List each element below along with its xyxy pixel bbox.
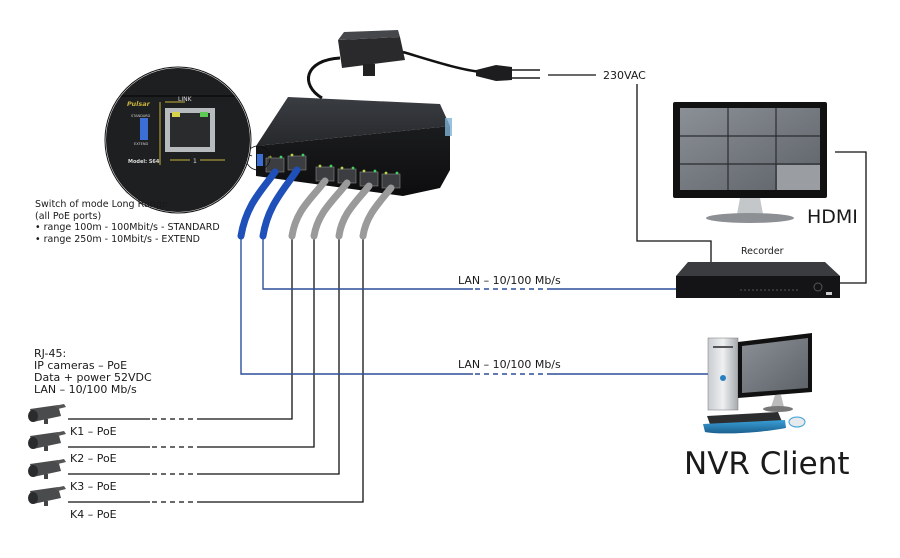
nvr-client-label: NVR Client <box>684 446 850 482</box>
mode-note-line: • range 250m - 10Mbit/s - EXTEND <box>35 233 200 245</box>
hdmi-line <box>835 151 867 284</box>
power-adapter-icon <box>306 30 483 100</box>
lan-line-nvr-client <box>240 236 708 375</box>
lan-label-nvr-client: LAN – 10/100 Mb/s <box>458 358 561 371</box>
recorder-label: Recorder <box>741 246 784 257</box>
inset-standard-label: STANDARD <box>131 114 151 118</box>
power-plug-icon <box>476 65 540 81</box>
nvr-client-pc-icon <box>703 333 812 434</box>
cameras-note-line: Data + power 52VDC <box>34 371 152 384</box>
lan-cables <box>237 166 395 240</box>
poe-line-k4 <box>68 236 364 503</box>
lan-label-recorder: LAN – 10/100 Mb/s <box>458 274 561 287</box>
cameras-note-line: LAN – 10/100 Mb/s <box>34 383 137 396</box>
ip-camera-icon <box>28 431 66 451</box>
camera-label-k2: K2 – PoE <box>70 452 117 465</box>
cameras-note-line: IP cameras – PoE <box>34 359 128 372</box>
mode-note-line: Switch of mode Long Range <box>35 199 168 210</box>
cameras-note: RJ-45: IP cameras – PoE Data + power 52V… <box>34 348 152 396</box>
poe-line-k2 <box>68 236 315 448</box>
inset-port-number: 1 <box>193 158 197 165</box>
inset-brand: Pulsar <box>127 100 151 108</box>
inset-model-label: Model: S64 <box>128 159 160 165</box>
hdmi-label: HDMI <box>807 206 858 228</box>
lan-lines <box>240 236 708 375</box>
mode-note-line: (all PoE ports) <box>35 210 102 222</box>
poe-line-k3 <box>68 236 340 475</box>
ip-camera-icon <box>28 486 66 506</box>
monitor-icon <box>673 102 827 223</box>
lan-line-recorder <box>262 236 676 290</box>
poe-line-k1 <box>68 236 293 420</box>
cameras <box>28 404 66 506</box>
power-label: 230VAC <box>603 69 646 82</box>
camera-label-k1: K1 – PoE <box>70 425 117 438</box>
power-line <box>548 74 712 262</box>
mode-note-line: • range 100m - 100Mbit/s - STANDARD <box>35 222 220 233</box>
mode-switch-note: Switch of mode Long Range (all PoE ports… <box>35 199 220 245</box>
poe-lines <box>68 236 364 503</box>
ip-camera-icon <box>28 404 66 424</box>
zoom-inset: Pulsar LINK STANDARD EXTEND Model: S64 1 <box>104 66 252 214</box>
inset-extend-label: EXTEND <box>134 142 149 146</box>
poe-switch-icon <box>245 97 452 196</box>
cameras-note-line: RJ-45: <box>34 347 67 360</box>
camera-label-k3: K3 – PoE <box>70 480 117 493</box>
recorder-icon <box>676 262 840 298</box>
camera-label-k4: K4 – PoE <box>70 508 117 521</box>
ip-camera-icon <box>28 459 66 479</box>
inset-link-label: LINK <box>178 96 193 103</box>
